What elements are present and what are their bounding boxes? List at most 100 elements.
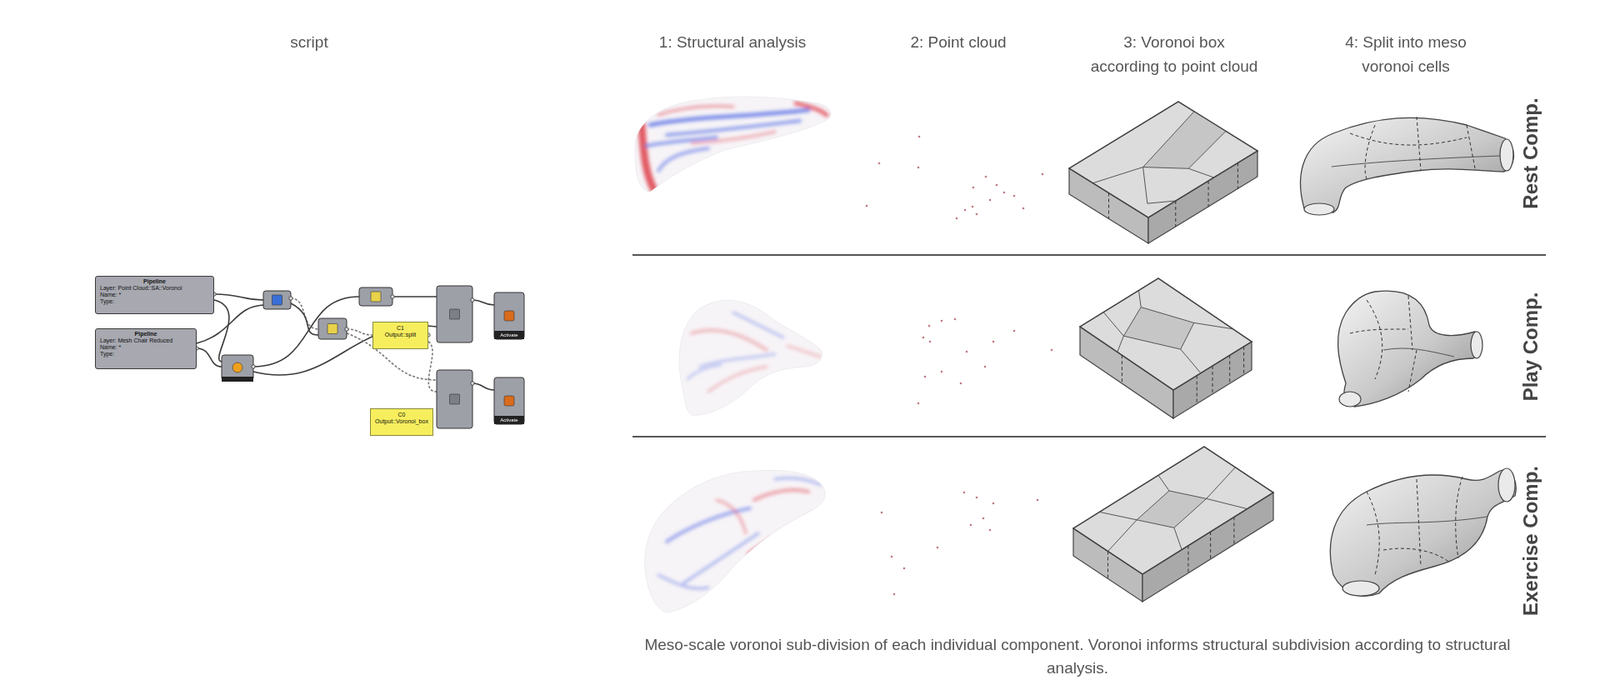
pipeline-component: PipelineLayer: Mesh Chair ReducedName: *… — [95, 328, 197, 370]
component-strip — [494, 415, 525, 425]
voronoi-edge — [1136, 520, 1175, 528]
column-heading: 2: Point cloud — [910, 30, 1006, 55]
script-component — [494, 292, 525, 340]
voronoi-edge — [1243, 346, 1245, 375]
component-text: Name: * — [100, 344, 192, 351]
component-label: Activate — [500, 332, 518, 338]
cell-seam — [1466, 125, 1475, 169]
tube-cap — [1342, 580, 1380, 596]
box-outline — [1073, 446, 1274, 575]
voronoi-edge — [1117, 335, 1125, 352]
stress-band — [691, 330, 767, 350]
voronoi-edge — [1229, 355, 1230, 384]
tube-cap — [1339, 391, 1361, 407]
component-title: Pipeline — [100, 278, 210, 285]
voronoi-edge — [1121, 355, 1123, 384]
cloud-point — [970, 524, 973, 527]
cloud-point — [964, 209, 967, 212]
cloud-point — [955, 217, 959, 220]
component-text: Type: — [100, 350, 192, 358]
column-heading: 3: Voronoi box according to point cloud — [1088, 30, 1260, 79]
cloud-point — [922, 336, 925, 340]
row-label: Play Comp. — [1519, 292, 1543, 402]
cloud-point — [985, 175, 988, 179]
voronoi-edge — [1123, 307, 1141, 337]
section-heading: script — [290, 30, 328, 55]
script-component — [318, 318, 347, 340]
component-port — [390, 295, 395, 299]
output-panel: C0Output::Voronoi_box — [370, 408, 434, 436]
component-text: Layer: Point Cloud::SA::Voronoi — [100, 285, 210, 292]
voronoi-edge — [1123, 335, 1180, 350]
row-label: Rest Comp. — [1519, 97, 1543, 209]
cell-seam — [1408, 295, 1413, 350]
voronoi-edge — [1233, 516, 1235, 545]
cloud-point — [982, 517, 985, 520]
script-wire — [214, 294, 264, 300]
component-port — [251, 365, 255, 369]
figure-caption: Meso-scale voronoi sub-division of each … — [615, 633, 1540, 680]
voronoi-edge — [1143, 167, 1190, 170]
cloud-point — [903, 567, 906, 570]
voronoi-edge — [1108, 520, 1138, 552]
stress-band — [700, 354, 775, 367]
cell-seam — [1416, 479, 1421, 567]
script-wire — [472, 383, 495, 390]
voronoi-edge — [1210, 531, 1211, 560]
output-panel: C1Output::split — [372, 321, 429, 350]
cell-seam — [1365, 125, 1375, 180]
cloud-point — [917, 166, 920, 170]
cloud-point — [893, 593, 896, 596]
cell-seam — [1350, 329, 1409, 334]
component-icon — [370, 291, 381, 302]
component-title: Pipeline — [100, 330, 192, 338]
component-strip — [221, 376, 254, 382]
component-icon — [450, 394, 460, 405]
component-text: Name: * — [100, 291, 210, 299]
script-wire — [214, 300, 230, 362]
cloud-point — [989, 199, 992, 202]
stress-field — [641, 103, 827, 190]
cloud-point — [928, 325, 931, 328]
voronoi-edge — [1206, 498, 1248, 509]
voronoi-edge — [1212, 365, 1214, 395]
voronoi-edge — [1143, 111, 1195, 168]
component-port — [289, 296, 293, 300]
cell-seam — [1366, 491, 1380, 575]
meso-shape — [1300, 117, 1515, 213]
cloud-point — [975, 213, 979, 216]
stress-field — [658, 478, 821, 589]
voronoi-edge — [1136, 490, 1170, 520]
component-port — [345, 327, 349, 331]
stress-band — [687, 365, 721, 380]
cloud-point — [1022, 207, 1025, 210]
script-wire — [290, 303, 319, 335]
cloud-point — [878, 162, 881, 165]
voronoi-edge — [1108, 193, 1110, 220]
cloud-point — [992, 502, 995, 505]
cloud-point — [1013, 195, 1016, 198]
box-face — [1080, 278, 1252, 390]
cloud-point — [865, 205, 869, 208]
box-face — [1073, 446, 1274, 575]
row-separator — [632, 254, 1546, 256]
script-wire — [392, 295, 437, 298]
voronoi-edge — [1196, 375, 1198, 405]
stress-band — [683, 533, 759, 584]
row-label: Exercise Comp. — [1519, 465, 1543, 616]
cloud-point — [880, 511, 884, 515]
box-outline — [1080, 278, 1252, 390]
cloud-point — [1013, 330, 1016, 333]
cloud-point — [940, 370, 944, 374]
stress-band — [708, 366, 767, 392]
stress-band — [691, 131, 775, 144]
script-component — [436, 285, 473, 343]
voronoi-edge — [1103, 312, 1124, 337]
script-wire — [428, 341, 437, 392]
voronoi-edge — [1093, 167, 1144, 184]
meso-shape — [1338, 290, 1480, 407]
stress-band — [666, 120, 800, 135]
tube-cap — [1470, 331, 1483, 359]
tube-cap — [1304, 203, 1335, 215]
